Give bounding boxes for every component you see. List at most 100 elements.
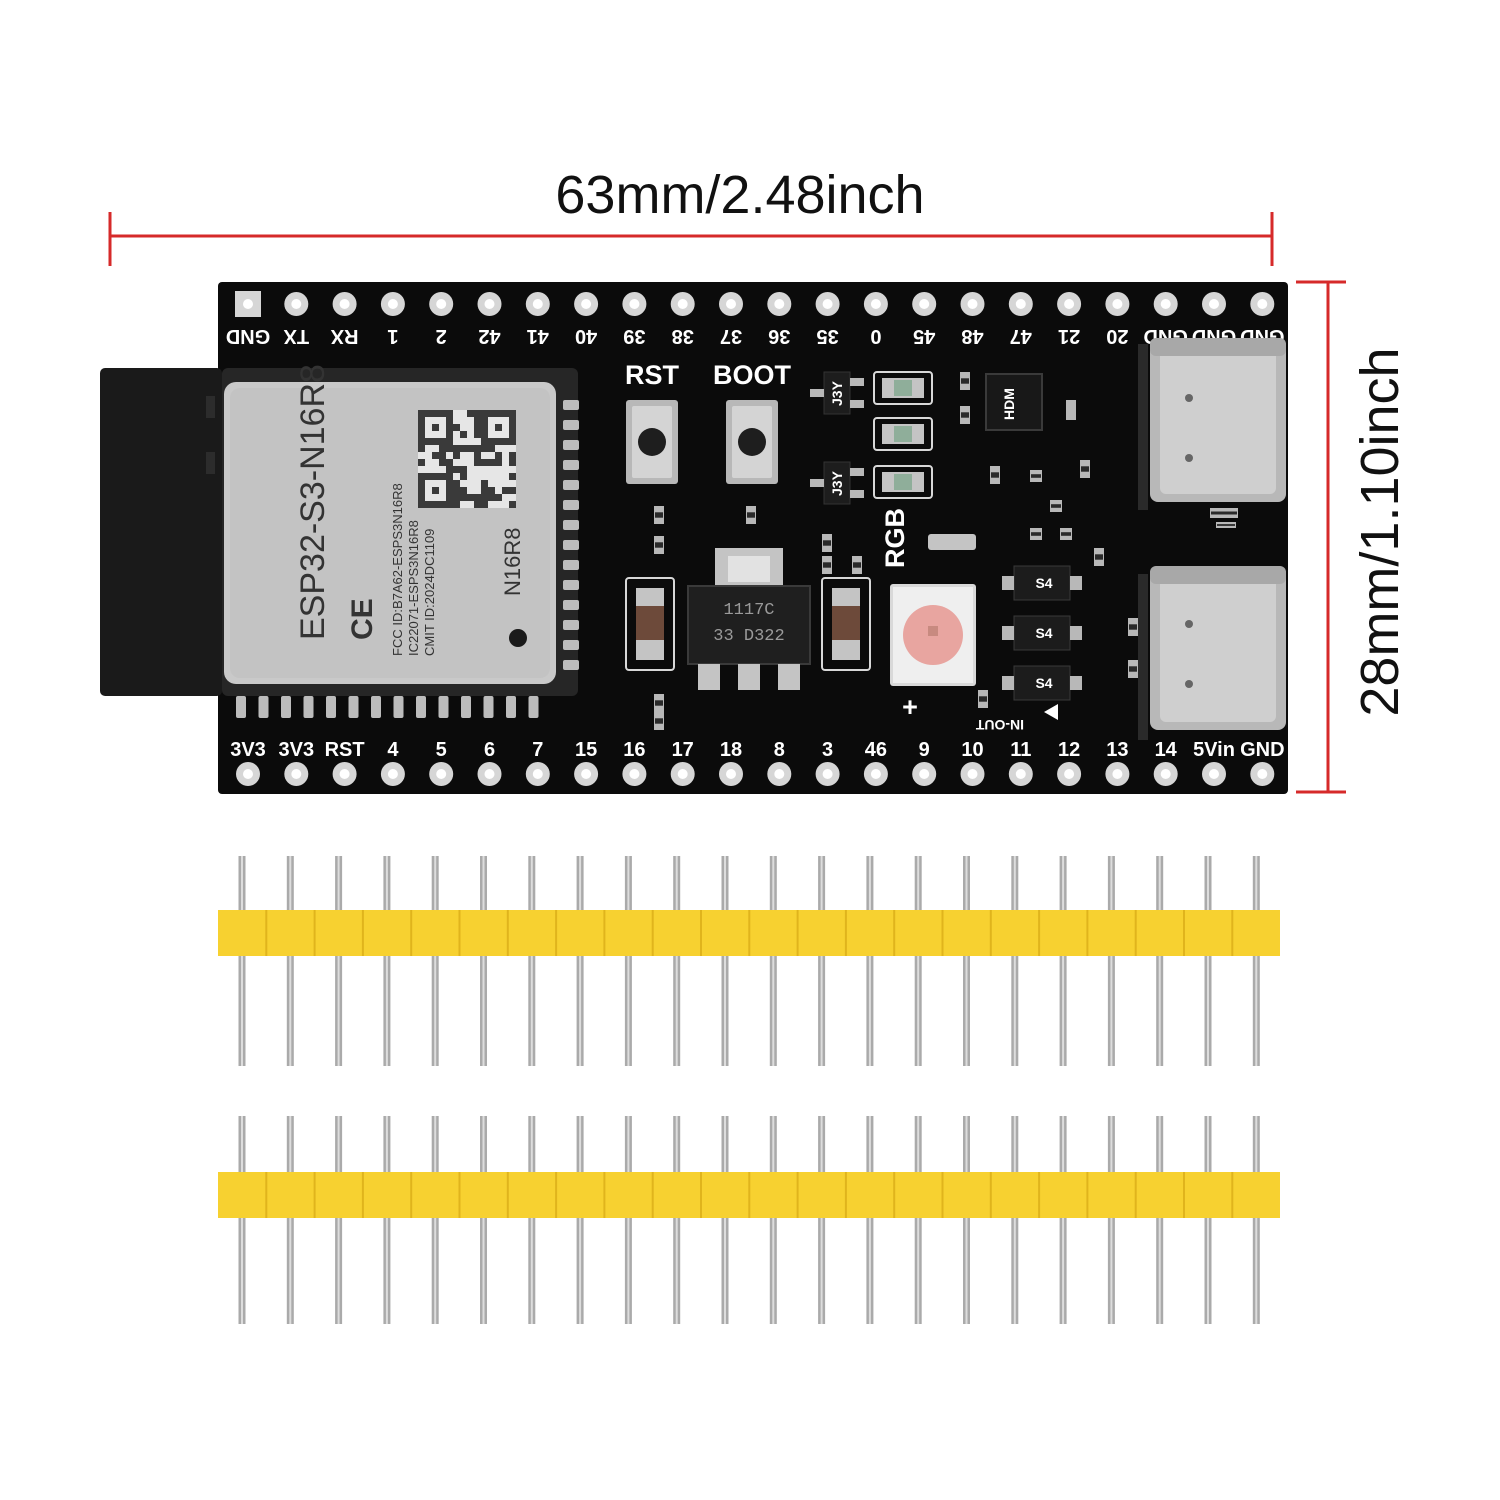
led <box>873 417 933 451</box>
pin-hole <box>863 762 888 786</box>
smd-component <box>1030 470 1042 482</box>
pin-hole <box>429 292 454 316</box>
diode: S4 <box>1002 665 1082 701</box>
boot-button[interactable]: BOOT <box>713 360 792 484</box>
top-pin-label: 40 <box>575 325 597 347</box>
bottom-pin-label: 9 <box>919 739 930 761</box>
usb-bridge-ic: HDM <box>985 373 1076 431</box>
voltage-regulator: 1117C 33 D322 <box>687 548 811 690</box>
bottom-pin-label: 10 <box>961 739 983 761</box>
smd-component <box>1216 522 1236 528</box>
esp32-module: ESP32-S3-N16R8 FCC ID:B7A62-ESPS3N16R8 I… <box>224 364 556 684</box>
pin-hole <box>767 292 792 316</box>
top-pin-label: 41 <box>527 325 549 347</box>
pin-header <box>218 1116 1280 1324</box>
top-pin-label: RX <box>330 325 358 347</box>
module-variant: N16R8 <box>500 528 525 596</box>
diode-code: S4 <box>1035 675 1052 691</box>
top-pin-label: 0 <box>870 325 881 347</box>
bottom-pin-label: 15 <box>575 739 597 761</box>
led <box>873 465 933 499</box>
pin-headers <box>218 856 1280 1324</box>
pin-hole <box>815 292 840 316</box>
transistor-code-2: J3Y <box>829 470 845 496</box>
top-pin-label: 42 <box>478 325 500 347</box>
smd-component <box>990 466 1000 484</box>
antenna-area <box>100 368 222 696</box>
pin-hole <box>815 762 840 786</box>
module-castellations <box>236 400 579 718</box>
module-title: ESP32-S3-N16R8 <box>294 364 332 640</box>
bottom-pin-label: 4 <box>387 739 399 761</box>
usb-c-port-bottom[interactable] <box>1138 566 1286 740</box>
pin-hole <box>622 292 647 316</box>
dev-board: ESP32-S3-N16R8 FCC ID:B7A62-ESPS3N16R8 I… <box>100 282 1288 794</box>
smd-component <box>960 406 970 424</box>
top-pin-row <box>235 291 1275 317</box>
top-pin-label: 35 <box>816 325 838 347</box>
pin-header <box>218 856 1280 1066</box>
smd-component <box>1094 548 1104 566</box>
reset-button[interactable]: RST <box>625 360 680 484</box>
bottom-pin-label: 3 <box>822 739 833 761</box>
pin-hole <box>1250 762 1275 786</box>
pin-hole <box>622 762 647 786</box>
pin-hole <box>477 762 502 786</box>
pin-hole <box>912 762 937 786</box>
rgb-label: RGB <box>880 508 910 568</box>
bottom-pin-label: 16 <box>623 739 645 761</box>
status-leds <box>873 371 933 499</box>
smd-component <box>654 536 664 554</box>
bottom-pin-label: RST <box>325 739 365 761</box>
pin-hole <box>525 762 550 786</box>
usb-c-port-top[interactable] <box>1138 338 1286 510</box>
regulator-line2: 33 D322 <box>713 627 784 646</box>
diode-code: S4 <box>1035 575 1052 591</box>
width-dimension: 63mm/2.48inch <box>108 165 1274 266</box>
bottom-pin-label: 14 <box>1155 739 1178 761</box>
plus-icon: + <box>902 692 918 722</box>
top-pin-label: 20 <box>1106 325 1128 347</box>
pin-hole <box>863 292 888 316</box>
pin-hole <box>477 292 502 316</box>
top-pin-label: 1 <box>387 325 398 347</box>
bottom-pin-label: 46 <box>865 739 887 761</box>
diode: S4 <box>1002 615 1082 651</box>
regulator-line1: 1117C <box>723 601 774 620</box>
pin-hole <box>1008 292 1033 316</box>
pin-hole <box>574 762 599 786</box>
smd-component <box>1030 528 1042 540</box>
smd-component <box>654 506 664 524</box>
bottom-pin-label: 5Vin <box>1193 739 1235 761</box>
smd-component <box>654 694 664 712</box>
pin-hole <box>284 292 309 316</box>
ce-mark: CE <box>346 598 379 640</box>
bottom-pin-label: 17 <box>672 739 694 761</box>
transistor-code: J3Y <box>829 380 845 406</box>
bottom-pin-label: 8 <box>774 739 785 761</box>
pin1-dot-icon <box>509 629 527 647</box>
module-ic: IC22071-ESPS3N16R8 <box>406 520 421 656</box>
pin-hole <box>670 762 695 786</box>
pin-hole <box>1008 762 1033 786</box>
pin-hole <box>1153 292 1178 316</box>
pin-hole <box>574 292 599 316</box>
in-out-label: IN-OUT <box>975 717 1024 733</box>
height-dimension: 28mm/1.10inch <box>1296 280 1410 794</box>
smd-component <box>822 534 832 552</box>
pin-hole <box>960 292 985 316</box>
arrow-icon <box>1044 704 1058 720</box>
bottom-pin-label: 13 <box>1106 739 1128 761</box>
bottom-pin-label: 7 <box>532 739 543 761</box>
smd-component <box>1080 460 1090 478</box>
top-pin-label: 36 <box>768 325 790 347</box>
smd-component <box>1060 528 1072 540</box>
pin-hole <box>1105 762 1130 786</box>
pin-hole <box>1202 762 1226 786</box>
top-pin-label: GND <box>226 325 270 347</box>
reset-label: RST <box>625 360 680 390</box>
top-pin-label: 21 <box>1058 325 1080 347</box>
